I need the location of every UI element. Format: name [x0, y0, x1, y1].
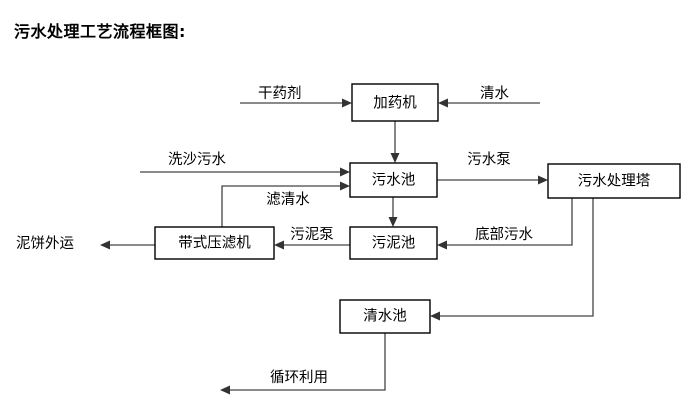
edge-sludge-pool-to-belt-filter-press [274, 240, 350, 250]
node-sludge-pool[interactable]: 污泥池 [349, 226, 438, 260]
edge-sand-wash-to-sewage-pool [140, 167, 350, 177]
arrow-head-icon [437, 240, 447, 250]
edge-treatment-tower-to-sludge-pool [437, 198, 573, 250]
arrow-head-icon [438, 98, 448, 108]
edge-label-bottom-sewage: 底部污水 [475, 226, 533, 243]
edge-sewage-pool-to-sludge-pool [388, 197, 398, 227]
edge-clean-water-to-dosing-machine [438, 98, 540, 108]
node-box [339, 299, 431, 334]
arrow-head-icon [220, 385, 230, 395]
edge-line [444, 198, 573, 246]
node-box [349, 162, 438, 198]
arrow-head-icon [388, 217, 398, 227]
page-title: 污水处理工艺流程框图: [14, 22, 186, 41]
arrow-head-icon [390, 153, 400, 163]
edge-clear-water-pool-to-recycle [220, 333, 386, 395]
arrow-head-icon [274, 240, 284, 250]
edge-label-filtered-water: 滤清水 [266, 191, 310, 208]
node-treatment-tower[interactable]: 污水处理塔 [547, 163, 681, 199]
arrow-head-icon [342, 98, 352, 108]
arrow-head-icon [340, 167, 350, 177]
edge-line [437, 198, 594, 317]
edge-line [221, 185, 343, 227]
edge-dosing-machine-to-sewage-pool [390, 121, 400, 163]
node-belt-filter-press[interactable]: 带式压滤机 [154, 226, 275, 260]
arrow-head-icon [100, 240, 110, 250]
node-label: 污水处理塔 [578, 173, 651, 190]
node-label: 带式压滤机 [178, 235, 251, 252]
node-clear-water-pool[interactable]: 清水池 [339, 299, 431, 334]
edge-label-sewage-pump: 污水泵 [467, 151, 511, 168]
edge-label-recycle-reuse: 循环利用 [270, 369, 328, 386]
node-box [547, 163, 681, 199]
arrow-head-icon [430, 311, 440, 321]
node-label: 清水池 [363, 308, 407, 325]
edge-sewage-pool-to-treatment-tower [437, 175, 548, 185]
node-box [154, 226, 275, 260]
node-sewage-pool[interactable]: 污水池 [349, 162, 438, 198]
arrow-head-icon [538, 175, 548, 185]
terminal-label-clean-water: 清水 [480, 85, 509, 102]
node-label: 污水池 [372, 172, 416, 189]
node-box [351, 83, 439, 122]
edge-line [227, 333, 386, 391]
edge-treatment-tower-to-clear-water-pool [430, 198, 594, 321]
terminal-label-dry-chemical: 干药剂 [258, 85, 302, 102]
node-label: 加药机 [373, 95, 417, 112]
node-label: 污泥池 [372, 235, 416, 252]
edge-belt-filter-press-to-mud-cake-out [100, 240, 155, 250]
terminal-label-sand-wash-sewage: 洗沙污水 [168, 151, 226, 168]
terminal-label-mud-cake-out: 泥饼外运 [16, 235, 74, 252]
node-dosing-machine[interactable]: 加药机 [351, 83, 439, 122]
edge-dry-chemical-to-dosing-machine [240, 98, 352, 108]
node-box [349, 226, 438, 260]
edge-label-sludge-pump: 污泥泵 [290, 226, 334, 243]
edge-filtered-water-to-sewage-pool [221, 181, 350, 227]
arrow-head-icon [340, 181, 350, 191]
